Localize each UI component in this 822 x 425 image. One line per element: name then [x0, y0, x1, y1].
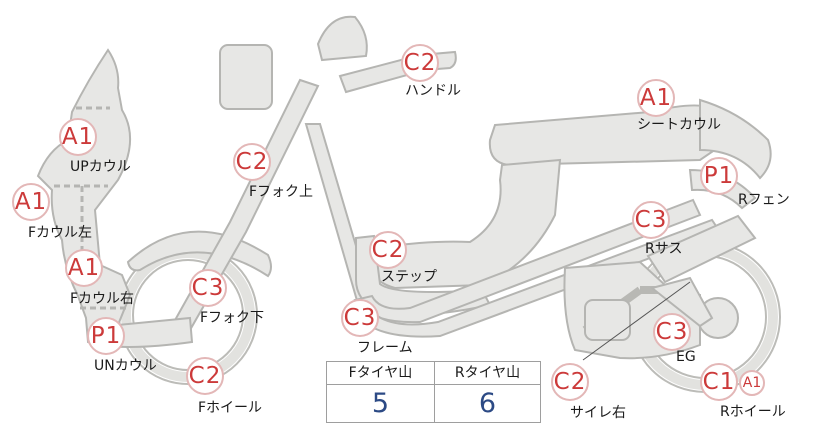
tread-table-divider — [434, 362, 435, 423]
label-frame: フレーム — [357, 340, 413, 356]
grade-badge-r-suspension: C3 — [632, 201, 670, 239]
label-f-wheel: Fホイール — [198, 400, 263, 416]
grade-badge-f-wheel: C2 — [186, 357, 224, 395]
label-un-cowl: UNカウル — [94, 358, 157, 374]
grade-badge-up-cowl: A1 — [59, 118, 97, 156]
grade-badge-r-wheel-secondary: A1 — [739, 370, 765, 396]
grade-badge-un-cowl: P1 — [87, 317, 125, 355]
label-r-fender: Rフェン — [738, 192, 790, 208]
side-cover-pointer — [582, 281, 691, 361]
label-f-fork-lower: Fフォク下 — [200, 310, 265, 326]
grade-badge-step: C2 — [369, 231, 407, 269]
grade-badge-f-fork-lower: C3 — [189, 269, 227, 307]
label-handle: ハンドル — [405, 83, 461, 99]
engine-cover-shape — [584, 299, 631, 341]
tread-value-front: 5 — [371, 388, 390, 419]
swingarm-shape — [649, 276, 714, 328]
grade-badge-f-cowl-right: A1 — [65, 249, 103, 287]
grade-badge-engine: C3 — [653, 313, 691, 351]
tail-shape — [699, 98, 772, 180]
label-r-suspension: Rサス — [645, 241, 683, 257]
headlight-shape — [316, 15, 368, 62]
grade-badge-seat-cowl: A1 — [637, 79, 675, 117]
label-f-fork-upper: Fフォク上 — [249, 184, 314, 200]
tread-header-front: Fタイヤ山 — [327, 362, 434, 385]
rear-suspension-shape — [646, 214, 757, 284]
grade-badge-handle: C2 — [401, 44, 439, 82]
tread-value-rear: 6 — [478, 388, 497, 419]
grade-badge-frame: C3 — [341, 299, 379, 337]
label-step: ステップ — [381, 269, 437, 285]
label-seat-cowl: シートカウル — [637, 117, 721, 133]
label-side-cover-right: サイレ右 — [570, 405, 626, 421]
grade-badge-f-cowl-left: A1 — [12, 183, 50, 221]
meter-shape — [219, 44, 273, 110]
label-f-cowl-right: Fカウル右 — [70, 291, 135, 307]
label-engine: EG — [676, 349, 696, 365]
grade-badge-r-wheel: C1 — [700, 363, 738, 401]
grade-badge-r-fender: P1 — [700, 157, 738, 195]
grade-badge-side-cover-right: C2 — [551, 363, 589, 401]
label-r-wheel: Rホイール — [720, 404, 786, 420]
label-f-cowl-left: Fカウル左 — [28, 225, 93, 241]
tire-tread-table: Fタイヤ山 Rタイヤ山 5 6 — [326, 361, 541, 423]
grade-badge-f-fork-upper: C2 — [233, 143, 271, 181]
label-up-cowl: UPカウル — [70, 159, 131, 175]
tread-header-rear: Rタイヤ山 — [435, 362, 540, 385]
cowl-seam-lines — [54, 106, 128, 310]
